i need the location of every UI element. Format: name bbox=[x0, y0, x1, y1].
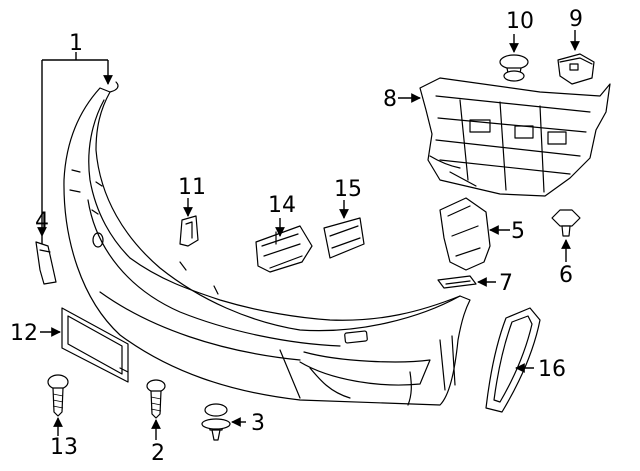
callout-15: 15 bbox=[334, 177, 362, 202]
part-14-air-duct bbox=[255, 225, 313, 273]
part-16-trim bbox=[485, 307, 541, 413]
callout-8: 8 bbox=[383, 87, 397, 112]
part-3-clip bbox=[201, 403, 231, 441]
part-4-bracket bbox=[35, 241, 57, 285]
callout-1: 1 bbox=[69, 31, 83, 56]
part-8-carrier bbox=[419, 77, 611, 197]
part-15-air-duct bbox=[323, 217, 365, 259]
callout-5: 5 bbox=[511, 219, 525, 244]
part-7-bracket bbox=[437, 275, 477, 289]
bumper-cover bbox=[63, 81, 471, 406]
part-10-push-clip bbox=[499, 54, 529, 82]
part-6-bolt bbox=[551, 209, 581, 237]
callout-10: 10 bbox=[506, 9, 534, 34]
callout-labels: 1 4 10 9 8 11 14 15 5 6 7 12 13 2 3 16 bbox=[10, 7, 583, 466]
callout-13: 13 bbox=[50, 435, 78, 460]
callout-7: 7 bbox=[499, 271, 513, 296]
callout-4: 4 bbox=[35, 209, 49, 234]
part-5-bracket bbox=[439, 197, 491, 271]
callout-16: 16 bbox=[538, 357, 566, 382]
callout-12: 12 bbox=[10, 321, 38, 346]
part-2-screw bbox=[146, 379, 166, 419]
part-11-bracket bbox=[179, 215, 199, 247]
part-9-clip bbox=[557, 53, 595, 85]
leader-lines bbox=[37, 30, 580, 440]
callout-11: 11 bbox=[178, 175, 206, 200]
callout-14: 14 bbox=[268, 193, 296, 218]
part-12-license-plate-bracket bbox=[61, 307, 129, 383]
callout-6: 6 bbox=[559, 263, 573, 288]
callout-9: 9 bbox=[569, 7, 583, 32]
callout-3: 3 bbox=[251, 411, 265, 436]
part-13-screw bbox=[47, 374, 69, 417]
callout-2: 2 bbox=[151, 441, 165, 466]
